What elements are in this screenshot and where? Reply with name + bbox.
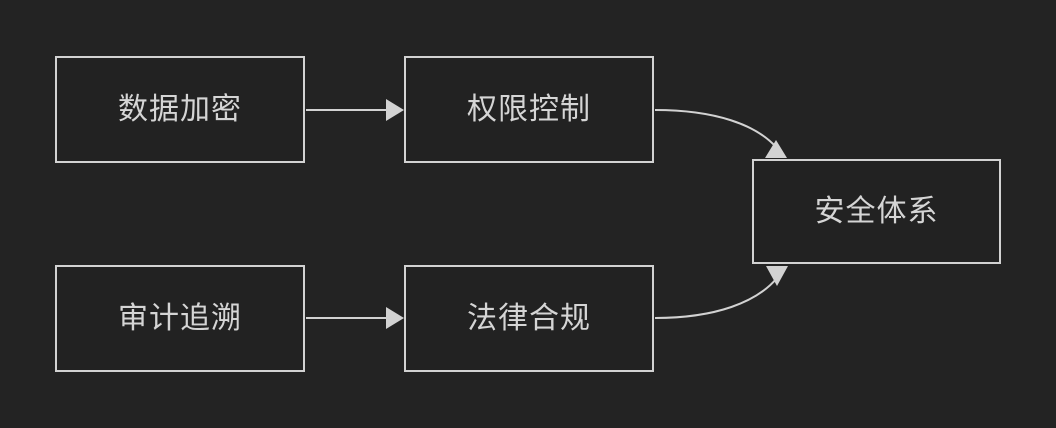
node-label: 法律合规 (467, 301, 591, 335)
node-label: 审计追溯 (118, 301, 242, 335)
node-label: 数据加密 (118, 92, 242, 126)
node-data-encryption[interactable]: 数据加密 (55, 56, 305, 163)
node-label: 安全体系 (814, 194, 939, 228)
node-security-system[interactable]: 安全体系 (752, 159, 1001, 264)
edge-access-to-security (654, 109, 787, 158)
edge-audit-to-legal (306, 307, 404, 329)
node-legal-compliance[interactable]: 法律合规 (404, 265, 654, 372)
node-access-control[interactable]: 权限控制 (404, 56, 654, 163)
edge-legal-to-security (654, 266, 788, 319)
edge-encryption-to-access (306, 99, 404, 121)
node-audit-trace[interactable]: 审计追溯 (55, 265, 305, 372)
node-label: 权限控制 (467, 92, 591, 126)
